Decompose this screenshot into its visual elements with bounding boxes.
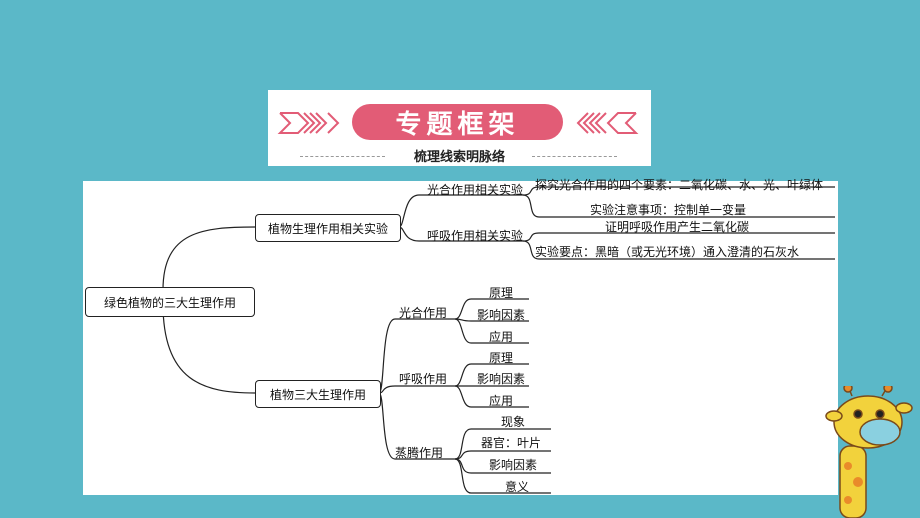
photosynthesis-experiment-item-2: 实验注意事项：控制单一变量 (590, 203, 747, 217)
left-chevrons-icon (277, 112, 340, 134)
branch-functions-node: 植物三大生理作用 (255, 380, 381, 408)
branch-experiments-node: 植物生理作用相关实验 (255, 214, 401, 242)
transpiration-item-phenomenon: 现象 (501, 415, 526, 429)
giraffe-icon (825, 386, 913, 518)
banner-subtitle: 梳理线索明脉络 (413, 150, 505, 165)
transpiration-item-organ: 器官：叶片 (481, 436, 542, 450)
transpiration-item-significance: 意义 (505, 480, 530, 494)
photosynthesis-experiment-item-1: 探究光合作用的四个要素：二氧化碳、水、光、叶绿体 (535, 178, 824, 192)
respiration-item-application: 应用 (489, 394, 514, 408)
respiration-experiment-label: 呼吸作用相关实验 (427, 229, 524, 243)
photosynthesis-item-principle: 原理 (489, 286, 514, 300)
photosynthesis-experiment-label: 光合作用相关实验 (427, 183, 524, 197)
right-dash-line (532, 156, 617, 157)
left-dash-line (300, 156, 385, 157)
right-chevrons-icon (576, 112, 639, 134)
transpiration-item-factors: 影响因素 (489, 458, 538, 472)
photosynthesis-item-factors: 影响因素 (477, 308, 526, 322)
photosynthesis-item-application: 应用 (489, 330, 514, 344)
section-banner: 专题框架 梳理线索明脉络 (268, 90, 651, 166)
mindmap-panel: 绿色植物的三大生理作用 植物生理作用相关实验 光合作用相关实验 呼吸作用相关实验… (83, 178, 838, 495)
respiration-label: 呼吸作用 (399, 372, 448, 386)
respiration-item-factors: 影响因素 (477, 372, 526, 386)
transpiration-label: 蒸腾作用 (395, 446, 444, 460)
respiration-item-principle: 原理 (489, 351, 514, 365)
respiration-experiment-item-2: 实验要点：黑暗（或无光环境）通入澄清的石灰水 (535, 245, 800, 259)
photosynthesis-label: 光合作用 (399, 306, 448, 320)
respiration-experiment-item-1: 证明呼吸作用产生二氧化碳 (605, 220, 750, 234)
banner-title: 专题框架 (352, 104, 563, 140)
root-node: 绿色植物的三大生理作用 (85, 287, 255, 317)
